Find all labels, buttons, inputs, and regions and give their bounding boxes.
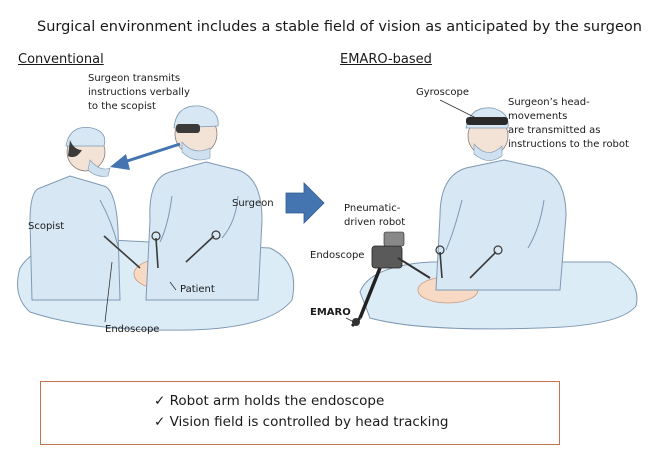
emaro-drape bbox=[359, 261, 638, 330]
conventional-scene bbox=[17, 105, 295, 331]
emaro-surgeon-figure bbox=[435, 107, 567, 291]
transition-arrow bbox=[285, 182, 325, 224]
surgeon-label: Surgeon bbox=[232, 198, 274, 209]
surgeon-transmits-label: Surgeon transmits instructions verbally … bbox=[88, 73, 190, 112]
patient-label: Patient bbox=[180, 284, 215, 295]
conventional-endoscope-label: Endoscope bbox=[105, 324, 160, 335]
verbal-instruction-arrow bbox=[110, 154, 130, 170]
summary-item-robot-arm: ✓ Robot arm holds the endoscope bbox=[154, 393, 385, 409]
emaro-label: EMARO bbox=[310, 307, 351, 318]
pneumatic-robot-arm bbox=[350, 231, 431, 328]
page-title: Surgical environment includes a stable f… bbox=[37, 19, 642, 35]
emaro-heading: EMARO-based bbox=[340, 52, 432, 67]
conventional-heading: Conventional bbox=[18, 52, 104, 67]
surgeon-figure bbox=[145, 105, 263, 301]
gyroscope-label: Gyroscope bbox=[416, 87, 470, 98]
scopist-label: Scopist bbox=[28, 221, 65, 232]
emaro-scene bbox=[345, 99, 638, 330]
head-movements-label: Surgeon’s head- movements are transmitte… bbox=[508, 97, 629, 150]
summary-box: ✓ Robot arm holds the endoscope ✓ Vision… bbox=[40, 381, 560, 445]
emaro-endoscope-label: Endoscope bbox=[310, 250, 365, 261]
scopist-figure bbox=[29, 127, 121, 301]
gyroscope-band bbox=[466, 117, 508, 125]
summary-item-vision-field: ✓ Vision field is controlled by head tra… bbox=[154, 414, 449, 430]
emaro-endoscope bbox=[397, 257, 431, 279]
conventional-endoscope bbox=[103, 235, 141, 269]
pneumatic-robot-label: Pneumatic- driven robot bbox=[344, 203, 406, 228]
